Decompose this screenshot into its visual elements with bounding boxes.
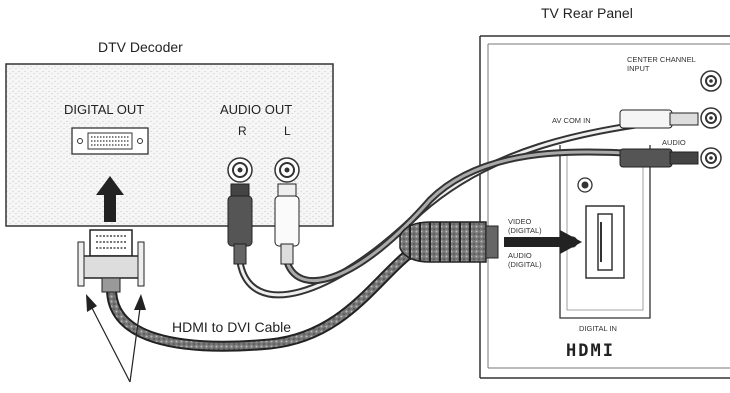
digital-in-label: DIGITAL IN — [579, 324, 617, 333]
center-channel-jack-icon — [700, 70, 722, 92]
rca-plug-left-icon — [274, 183, 300, 265]
hdmi-plug-icon — [399, 221, 499, 263]
rca-plug-right-icon — [227, 183, 253, 265]
digital-out-label: DIGITAL OUT — [64, 102, 144, 117]
audio-digital-sub-label: (DIGITAL) — [508, 260, 542, 269]
audio-left-label: L — [284, 124, 291, 138]
video-label: VIDEO — [508, 217, 532, 226]
audio-cables — [227, 109, 699, 299]
center-channel-input-label: INPUT — [627, 64, 650, 73]
audio-label: AUDIO — [662, 138, 686, 147]
screw-icon — [577, 177, 593, 193]
screw-pointer-arrows — [86, 294, 146, 383]
hdmi-dvi-cable: HDMI to DVI Cable — [77, 221, 582, 383]
video-digital-label: (DIGITAL) — [508, 226, 542, 235]
av-com-in-jack-icon — [700, 107, 722, 129]
audio-jack-icon — [700, 147, 722, 169]
hdmi-logo: HDMI — [566, 341, 615, 361]
cable-label: HDMI to DVI Cable — [172, 319, 291, 335]
rca-jack-right-icon — [227, 157, 253, 183]
hdmi-port-icon — [585, 205, 625, 279]
tv-rear-panel: TV Rear Panel CENTER CHANNEL INPUT AV CO… — [479, 5, 730, 379]
decoder-title: DTV Decoder — [98, 39, 183, 55]
up-arrow-icon — [96, 176, 124, 222]
audio-right-label: R — [238, 124, 247, 138]
dvi-port-icon — [71, 127, 149, 155]
tv-panel-outline — [479, 35, 730, 379]
tv-rca-plug-white-icon — [619, 109, 699, 129]
av-com-in-label: AV COM IN — [552, 116, 591, 125]
tv-panel-title: TV Rear Panel — [541, 5, 633, 21]
audio-out-label: AUDIO OUT — [220, 102, 292, 117]
audio-digital-label: AUDIO — [508, 251, 532, 260]
tv-panel-inner — [487, 43, 730, 369]
dvi-plug-icon — [77, 229, 145, 293]
tv-rca-plug-black-icon — [619, 148, 699, 168]
right-arrow-icon — [504, 230, 582, 254]
center-channel-label: CENTER CHANNEL — [627, 55, 696, 64]
rca-jack-left-icon — [274, 157, 300, 183]
hdmi-subpanel-inner — [566, 152, 644, 311]
